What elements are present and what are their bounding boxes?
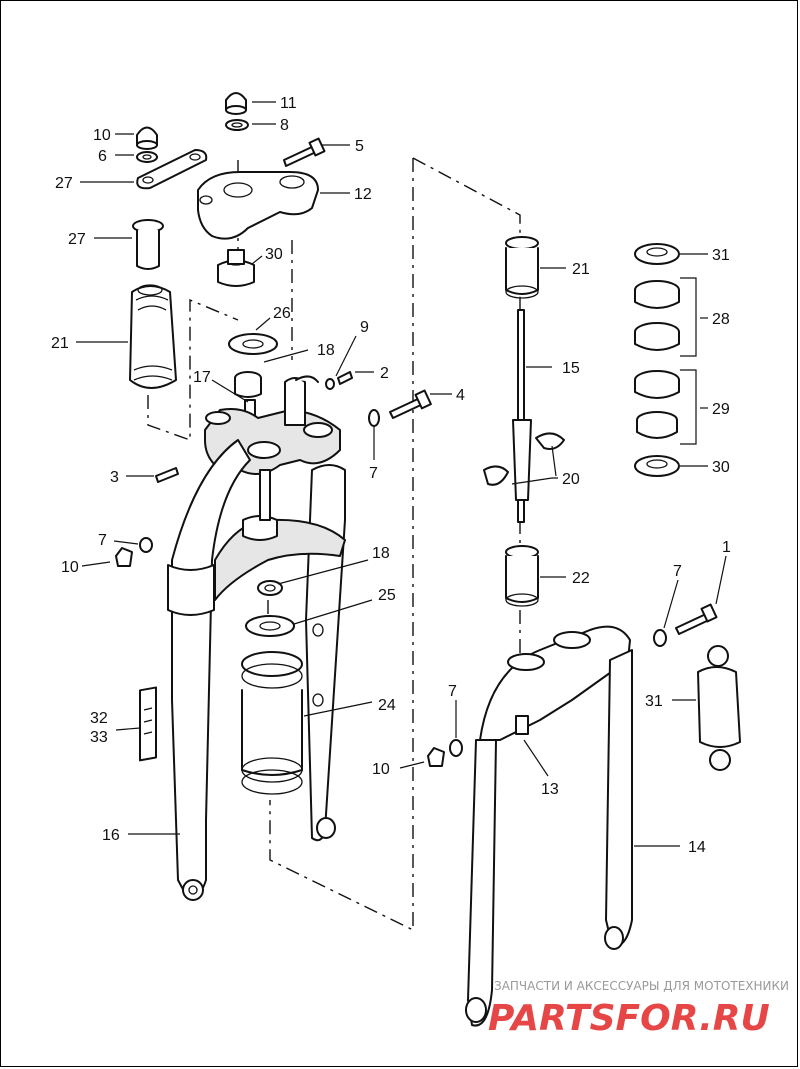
washer-24: [228, 333, 278, 355]
washer-9: [325, 378, 335, 390]
acorn-nut-10-left: [115, 547, 133, 567]
callout-21-top: 21: [572, 261, 590, 278]
washer-18-lower: [257, 580, 283, 596]
rocker-fork-14: [465, 625, 633, 1027]
callout-10-lower: 10: [372, 761, 390, 778]
callout-25: 27: [68, 231, 86, 248]
watermark-tagline: ЗАПЧАСТИ И АКСЕССУАРЫ ДЛЯ МОТОТЕХНИКИ: [494, 979, 789, 993]
fork-leg-16: [167, 439, 251, 901]
shock-absorber-31: [697, 645, 741, 771]
callout-30: 30: [712, 459, 730, 476]
callout-12: 12: [354, 186, 372, 203]
grease-fitting-13: [515, 715, 529, 735]
watermark: ЗАПЧАСТИ И АКСЕССУАРЫ ДЛЯ МОТОТЕХНИКИ PA…: [488, 979, 789, 1039]
callout-29: 31: [712, 247, 730, 264]
bushing-25: [132, 219, 164, 270]
callout-2: 2: [380, 365, 389, 382]
callout-7-d: 7: [448, 683, 457, 700]
callout-21-bottom: 22: [572, 570, 590, 587]
screw-2: [337, 371, 353, 385]
bolt-4: [389, 389, 432, 419]
callout-27-top: 28: [712, 311, 730, 328]
callout-3: 3: [110, 469, 119, 486]
callout-32: 32: [90, 710, 108, 727]
stem-nut-28: [217, 249, 255, 287]
acorn-nut-11: [225, 92, 247, 115]
spring-22: [241, 651, 303, 795]
washer-23: [245, 615, 295, 637]
callout-5: 5: [355, 138, 364, 155]
boot-20: [129, 284, 177, 389]
washer-6: [136, 151, 158, 163]
callout-22: 24: [378, 697, 396, 714]
bolt-5: [283, 137, 326, 167]
washer-7-lower: [449, 739, 463, 757]
callout-23: 25: [378, 587, 396, 604]
seal-29: [634, 243, 680, 265]
bearing-27-bottom: [634, 370, 680, 439]
bearing-27-top: [634, 280, 680, 351]
callout-33: 33: [90, 729, 108, 746]
callout-20: 21: [51, 335, 69, 352]
spring-21-top: [505, 236, 539, 299]
callout-9: 9: [360, 319, 369, 336]
bolt-1: [675, 603, 718, 635]
spacer-18-top: [234, 371, 262, 398]
damper-rod-15: [512, 309, 532, 523]
callout-10-left: 10: [61, 559, 79, 576]
callout-27-bottom: 29: [712, 401, 730, 418]
callout-24: 26: [273, 305, 291, 322]
decal-32-33: [139, 686, 157, 762]
callout-16: 16: [102, 827, 120, 844]
callout-1: 1: [722, 539, 731, 556]
callout-14: 14: [688, 839, 706, 856]
callout-19: 20: [562, 471, 580, 488]
callout-18-top: 18: [317, 342, 335, 359]
callout-7-a: 7: [369, 465, 378, 482]
acorn-nut-10-lower: [427, 747, 445, 767]
leader-lines: [76, 101, 727, 847]
callout-6: 6: [98, 148, 107, 165]
washer-8: [225, 119, 249, 131]
link-plate-26: [136, 149, 208, 190]
cup-19: [483, 432, 565, 486]
stem-bearing: [242, 469, 278, 541]
callout-8: 8: [280, 117, 289, 134]
callout-labels: 11 8 5 10 6 27 12 27 30 21 26 18 9 2 17 …: [51, 95, 731, 856]
callout-18-lower: 18: [372, 545, 390, 562]
callout-11: 11: [280, 95, 297, 112]
watermark-logo: PARTSFOR.RU: [488, 998, 770, 1039]
washer-7-left: [139, 537, 153, 553]
callout-17: 17: [193, 369, 211, 386]
callout-31: 31: [645, 693, 663, 710]
callout-7-c: 7: [673, 563, 682, 580]
upper-bracket-12: [197, 171, 319, 240]
callout-15: 15: [562, 360, 580, 377]
callout-28: 30: [265, 246, 283, 263]
seal-30: [634, 455, 680, 477]
acorn-nut-10-top: [136, 126, 158, 150]
callout-26: 27: [55, 175, 73, 192]
screw-3: [155, 467, 179, 483]
callout-4: 4: [456, 387, 465, 404]
fork-leg-right: [305, 464, 346, 842]
washer-7-right: [368, 409, 380, 427]
callout-7-b: 7: [98, 532, 107, 549]
spring-21-bottom: [505, 545, 539, 607]
washer-7-rocker: [653, 629, 667, 647]
callout-13: 13: [541, 781, 559, 798]
callout-10-top: 10: [93, 127, 111, 144]
